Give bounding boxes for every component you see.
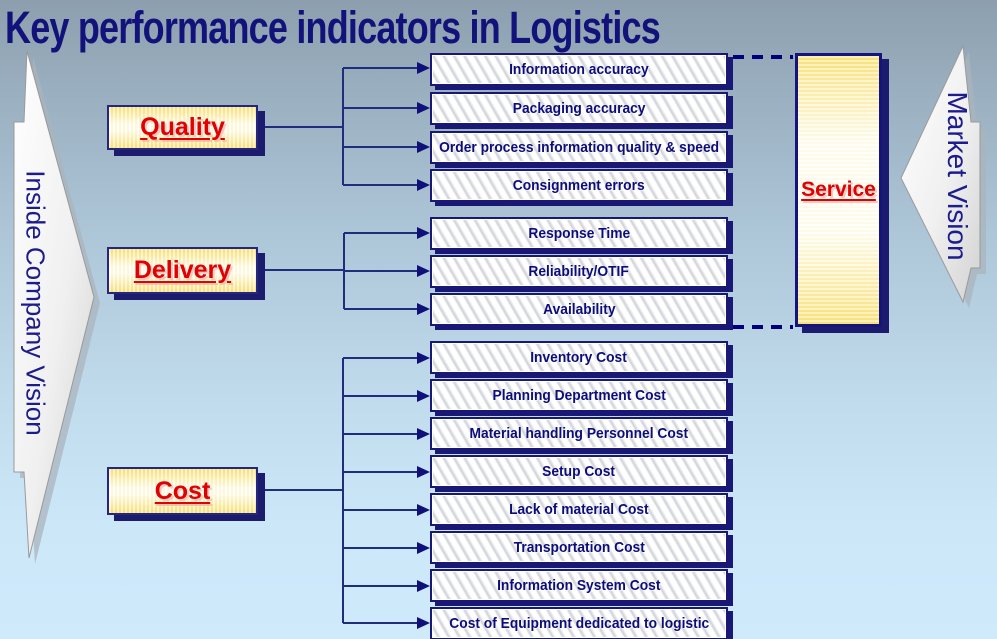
kpi-label: Material handling Personnel Cost <box>469 425 689 442</box>
kpi-label: Planning Department Cost <box>492 387 666 404</box>
kpi-label: Packaging accuracy <box>512 100 646 117</box>
kpi-label: Inventory Cost <box>530 349 628 366</box>
service-box: Service <box>795 53 882 327</box>
category-label-cost: Cost <box>154 476 211 505</box>
kpi-box-inventory-cost: Inventory Cost <box>430 341 728 374</box>
market-vision-label: Market Vision <box>942 91 973 261</box>
kpi-box-reliability-otif: Reliability/OTIF <box>430 255 728 288</box>
kpi-label: Consignment errors <box>513 177 645 194</box>
cost-connectors <box>257 357 418 624</box>
delivery-arrowheads <box>417 227 430 315</box>
kpi-box-transportation-cost: Transportation Cost <box>430 531 728 564</box>
kpi-label: Transportation Cost <box>513 539 645 556</box>
kpi-label: Information accuracy <box>509 61 649 78</box>
kpi-label: Lack of material Cost <box>509 501 649 518</box>
kpi-label: Cost of Equipment dedicated to logistic <box>449 615 709 632</box>
service-label: Service <box>801 178 876 201</box>
category-box-delivery: Delivery <box>107 247 258 294</box>
category-box-quality: Quality <box>107 105 258 150</box>
kpi-label: Information System Cost <box>497 577 661 594</box>
kpi-label: Setup Cost <box>542 463 616 480</box>
kpi-box-lack-of-material-cost: Lack of material Cost <box>430 493 728 526</box>
kpi-box-equipment-dedicated-to-logistic: Cost of Equipment dedicated to logistic <box>430 607 728 639</box>
category-label-quality: Quality <box>140 113 225 141</box>
cost-arrowheads <box>417 352 430 629</box>
inside-company-vision-label: Inside Company Vision <box>20 170 51 436</box>
kpi-box-order-process-quality-speed: Order process information quality & spee… <box>430 131 728 164</box>
kpi-box-information-accuracy: Information accuracy <box>430 53 728 86</box>
kpi-box-consignment-errors: Consignment errors <box>430 169 728 202</box>
category-box-cost: Cost <box>107 467 258 515</box>
quality-connectors <box>257 67 418 186</box>
inside-company-vision-arrow <box>13 50 100 564</box>
category-label-delivery: Delivery <box>133 256 232 284</box>
kpi-label: Availability <box>542 301 616 318</box>
kpi-box-response-time: Response Time <box>430 217 728 250</box>
kpi-label: Response Time <box>528 225 630 242</box>
market-vision-arrow <box>900 44 986 308</box>
kpi-box-packaging-accuracy: Packaging accuracy <box>430 92 728 125</box>
kpi-box-availability: Availability <box>430 293 728 326</box>
delivery-connectors <box>257 232 418 310</box>
service-dashed-links <box>733 55 793 329</box>
kpi-box-material-handling-personnel-cost: Material handling Personnel Cost <box>430 417 728 450</box>
kpi-box-setup-cost: Setup Cost <box>430 455 728 488</box>
kpi-label: Order process information quality & spee… <box>439 139 719 156</box>
kpi-box-information-system-cost: Information System Cost <box>430 569 728 602</box>
quality-arrowheads <box>417 62 430 191</box>
page-title: Key performance indicators in Logistics <box>5 2 661 53</box>
kpi-label: Reliability/OTIF <box>528 263 630 280</box>
kpi-box-planning-department-cost: Planning Department Cost <box>430 379 728 412</box>
